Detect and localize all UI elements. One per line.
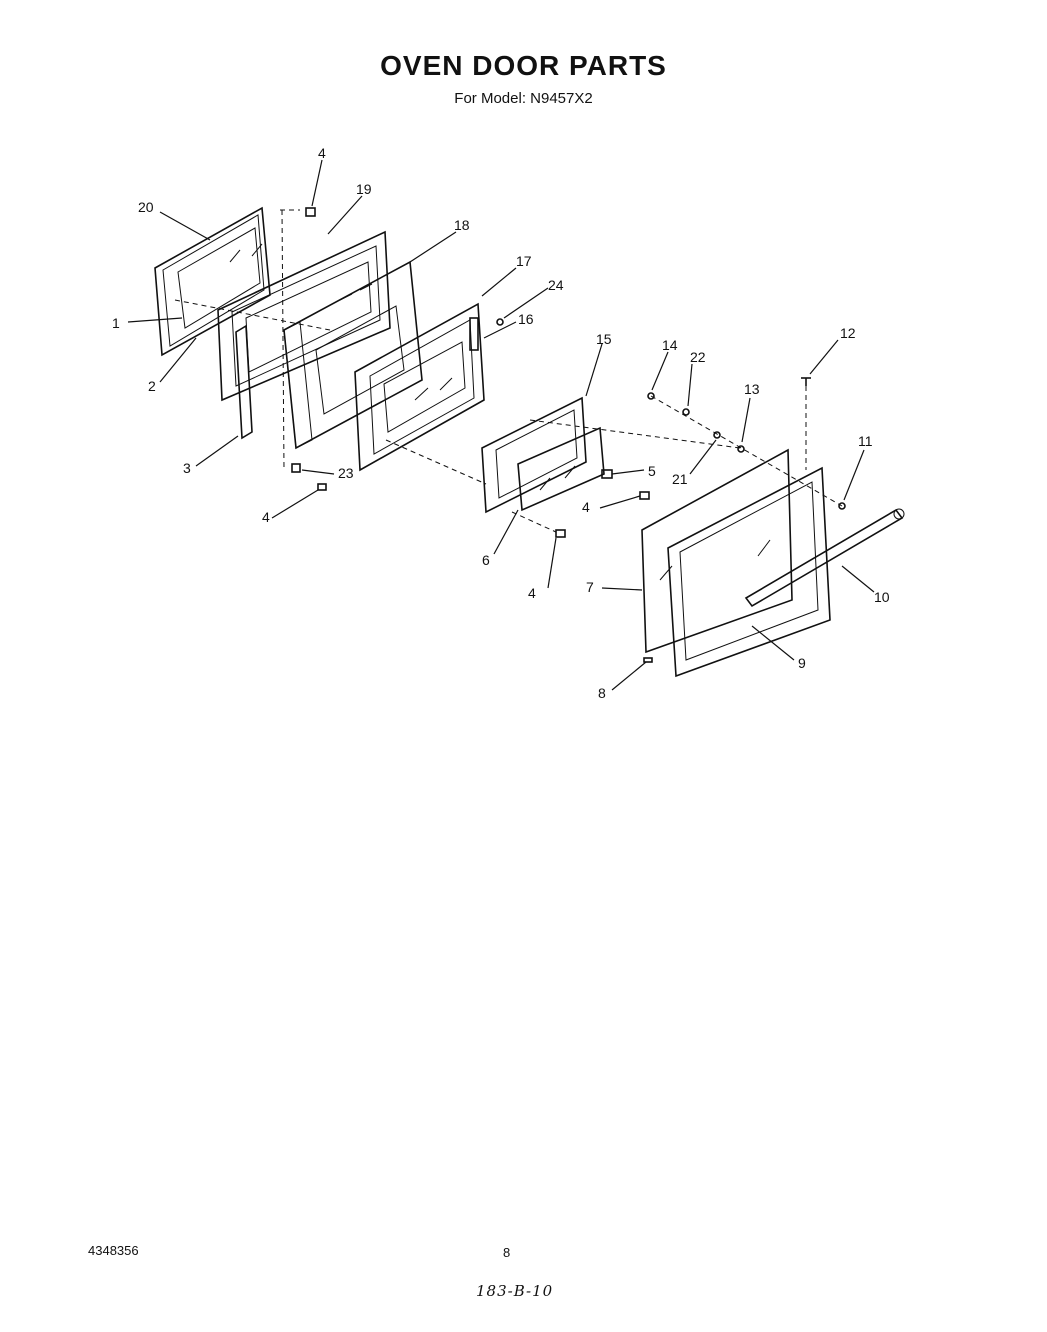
callout-4-mid: 4 <box>582 499 590 515</box>
page-title: OVEN DOOR PARTS <box>380 50 667 81</box>
callout-23: 23 <box>338 465 354 481</box>
part-22-washer <box>682 408 690 416</box>
callout-10: 10 <box>874 589 890 605</box>
callout-19: 19 <box>356 181 372 197</box>
part-7-outer-glass <box>641 448 793 654</box>
callout-22: 22 <box>690 349 706 365</box>
part-4-screw-top <box>305 207 316 217</box>
part-21-washer <box>713 431 721 439</box>
callout-15: 15 <box>596 331 612 347</box>
part-16-bracket <box>469 317 479 351</box>
part-24-screw <box>496 318 504 326</box>
part-19-gasket-frame <box>217 230 391 402</box>
part-11-spacer <box>838 502 846 510</box>
model-subtitle: For Model: N9457X2 <box>454 90 593 107</box>
callout-17: 17 <box>516 253 532 269</box>
assembly-lines <box>174 209 843 533</box>
callout-24: 24 <box>548 277 564 293</box>
part-4-screw-left <box>317 483 327 491</box>
callout-4-left: 4 <box>262 509 270 525</box>
part-9-outer-frame <box>667 466 831 678</box>
leader-lines <box>127 159 875 691</box>
callout-1: 1 <box>112 315 120 331</box>
callout-7: 7 <box>586 579 594 595</box>
part-8-clip <box>643 657 653 663</box>
callout-18: 18 <box>454 217 470 233</box>
callout-14: 14 <box>662 337 678 353</box>
handwritten-reference: 183-B-10 <box>476 1282 554 1300</box>
callout-21: 21 <box>672 471 688 487</box>
callout-6: 6 <box>482 552 490 568</box>
callout-11: 11 <box>858 433 873 449</box>
callout-4-bottom: 4 <box>528 585 536 601</box>
callouts: 1 2 3 4 4 4 4 5 6 7 8 9 10 11 12 13 14 1… <box>112 145 890 701</box>
part-17-inner-panel <box>354 302 485 472</box>
document-code: 4348356 <box>88 1243 139 1258</box>
callout-2: 2 <box>148 378 156 394</box>
part-4-screw-bottom <box>555 529 566 538</box>
part-6-window-glass <box>517 426 605 512</box>
part-15-window-frame <box>481 396 587 514</box>
callout-13: 13 <box>744 381 760 397</box>
part-13-spacer <box>737 445 745 453</box>
part-12-screw <box>801 377 811 386</box>
part-20-inner-liner <box>154 206 271 357</box>
callout-20: 20 <box>138 199 154 215</box>
callout-5: 5 <box>648 463 656 479</box>
part-18-insulation-box <box>283 260 423 450</box>
part-23-clip <box>291 463 301 473</box>
callout-9: 9 <box>798 655 806 671</box>
callout-4-top: 4 <box>318 145 326 161</box>
callout-8: 8 <box>598 685 606 701</box>
page-number: 8 <box>503 1245 511 1260</box>
part-3-side-channel <box>235 324 253 440</box>
callout-3: 3 <box>183 460 191 476</box>
part-10-handle <box>744 508 905 608</box>
callout-12: 12 <box>840 325 856 341</box>
part-4-screw-mid <box>639 491 650 500</box>
callout-16: 16 <box>518 311 534 327</box>
part-14-screw <box>647 392 655 400</box>
